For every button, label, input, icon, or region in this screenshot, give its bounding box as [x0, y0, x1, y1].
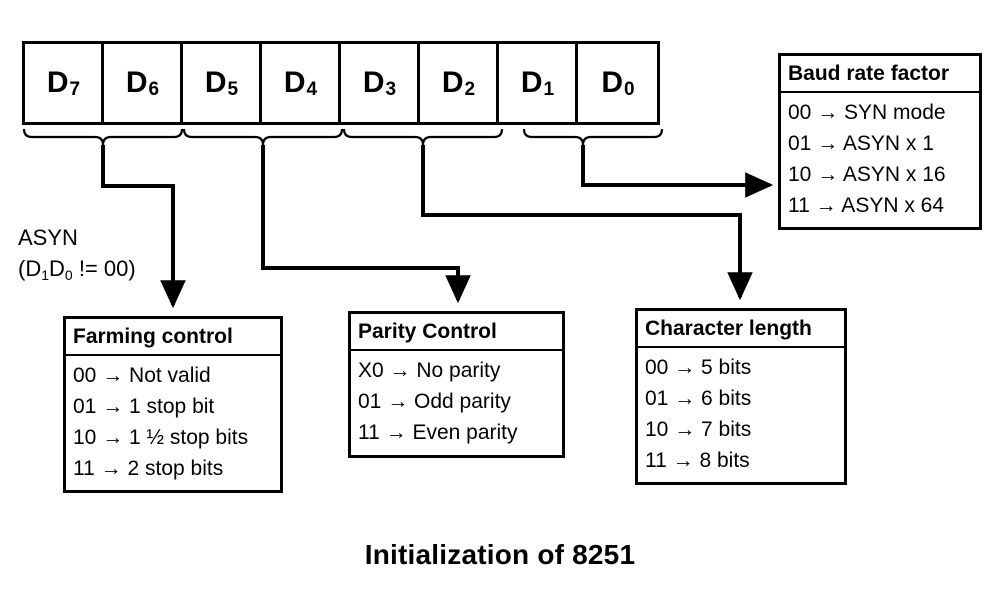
parity-control-box: Parity Control X0 → No parity 01 → Odd p… — [348, 311, 565, 458]
bit-index-d5: 5 — [227, 78, 239, 100]
asyn-note-prefix: (D — [18, 256, 42, 282]
bit-label-d1: D — [520, 66, 543, 99]
table-row: 10 → 7 bits — [645, 417, 752, 441]
table-row: 00 → Not valid — [73, 364, 211, 387]
bit-label-d0: D — [601, 66, 624, 99]
character-length-title: Character length — [638, 311, 844, 348]
table-row: 01 → 6 bits — [645, 386, 752, 410]
asyn-note-mid: D — [49, 256, 65, 282]
asyn-note-line1: ASYN — [18, 225, 78, 250]
bit-index-d0: 0 — [624, 78, 635, 100]
baud-rate-factor-title: Baud rate factor — [781, 56, 979, 93]
table-row: 10 → 1 ½ stop bits — [73, 425, 249, 449]
table-row: 01 → ASYN x 1 — [788, 131, 934, 155]
bit-index-d3: 3 — [385, 78, 397, 100]
diagram-caption: Initialization of 8251 — [364, 539, 636, 570]
framing-control-title: Farming control — [66, 319, 280, 356]
table-row: 00 → 5 bits — [645, 356, 752, 379]
table-row: X0 → No parity — [358, 359, 501, 382]
bit-index-d2: 2 — [464, 78, 476, 100]
table-row: 11 → 2 stop bits — [73, 456, 224, 480]
bit-index-d4: 4 — [306, 78, 318, 100]
table-row: 00 → SYN mode — [788, 101, 946, 124]
asyn-note-line2: (D1D0 != 00) — [18, 253, 136, 284]
bit-label-d3: D — [362, 66, 385, 99]
bit-index-d7: 7 — [69, 78, 81, 100]
bit-label-d4: D — [283, 66, 306, 99]
parity-control-title: Parity Control — [351, 314, 562, 351]
connector-charlen — [421, 145, 753, 301]
table-row: 01 → Odd parity — [358, 389, 511, 413]
bit-label-d6: D — [125, 66, 148, 99]
brace-d5-d4 — [182, 128, 344, 146]
bit-label-d2: D — [441, 66, 464, 99]
brace-d1-d0 — [522, 128, 664, 146]
table-row: 11 → Even parity — [358, 420, 518, 444]
bit-label-d5: D — [204, 66, 227, 99]
connector-baud — [581, 145, 774, 198]
asyn-note-sub1: 1 — [41, 267, 50, 284]
table-row: 01 → 1 stop bit — [73, 394, 215, 418]
connector-parity — [261, 145, 471, 304]
bit-label-d7: D — [46, 66, 69, 99]
baud-rate-factor-box: Baud rate factor 00 → SYN mode 01 → ASYN… — [778, 53, 982, 231]
character-length-box: Character length 00 → 5 bits 01 → 6 bits… — [635, 308, 847, 486]
framing-control-box: Farming control 00 → Not valid 01 → 1 st… — [63, 316, 283, 494]
baud-rate-factor-rows: 00 → SYN mode 01 → ASYN x 1 10 → ASYN x … — [781, 93, 979, 227]
brace-d3-d2 — [342, 128, 504, 146]
table-row: 11 → ASYN x 64 — [788, 193, 945, 217]
table-row: 11 → 8 bits — [645, 448, 750, 472]
bit-index-d6: 6 — [148, 78, 160, 100]
table-row: 10 → ASYN x 16 — [788, 162, 946, 186]
parity-control-rows: X0 → No parity 01 → Odd parity 11 → Even… — [351, 351, 562, 455]
asyn-note-suffix: != 00) — [72, 256, 136, 282]
framing-control-rows: 00 → Not valid 01 → 1 stop bit 10 → 1 ½ … — [66, 356, 280, 490]
asyn-note-sub2: 0 — [64, 267, 73, 284]
bit-index-d1: 1 — [543, 78, 555, 100]
asyn-condition-note: ASYN (D1D0 != 00) — [18, 222, 136, 284]
brace-d7-d6 — [22, 128, 184, 146]
character-length-rows: 00 → 5 bits 01 → 6 bits 10 → 7 bits 11 →… — [638, 348, 844, 482]
